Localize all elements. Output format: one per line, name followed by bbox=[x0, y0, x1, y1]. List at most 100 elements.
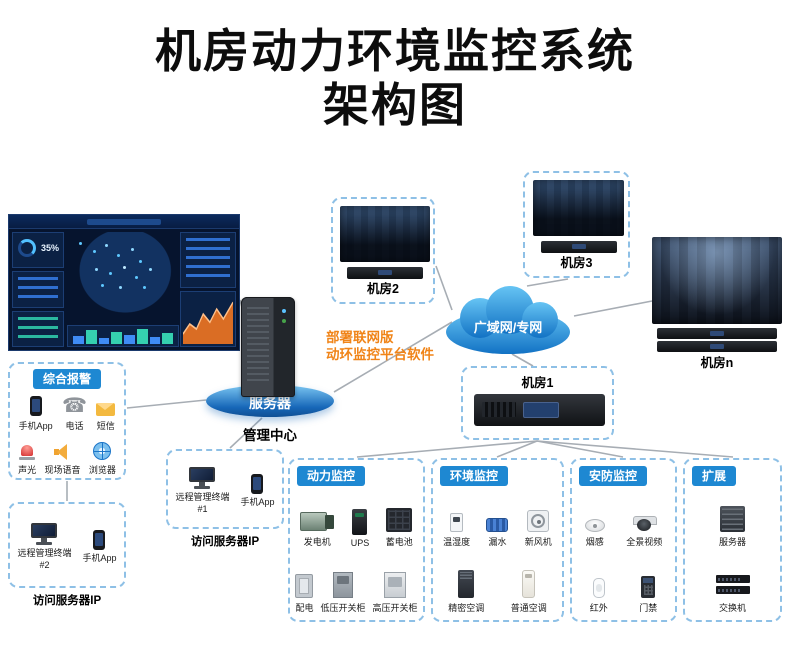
dashboard-bar-chart bbox=[67, 325, 179, 347]
item-label: 高压开关柜 bbox=[372, 603, 418, 613]
environment-monitoring-tag: 环境监控 bbox=[440, 466, 509, 486]
smoke-detector-icon bbox=[584, 519, 605, 532]
remote-left-items: 远程管理终端 #2 手机App bbox=[12, 512, 122, 582]
dashboard-left-list bbox=[12, 310, 64, 347]
alarm-item-label: 浏览器 bbox=[88, 465, 116, 475]
item-infrared: 红外 bbox=[590, 568, 608, 614]
access-control-icon bbox=[641, 576, 656, 598]
title-line2: 架构图 bbox=[323, 79, 467, 132]
env-row-2: 精密空调 普通空调 bbox=[435, 560, 560, 614]
exp-row-2: 交换机 bbox=[687, 560, 778, 614]
room1-label: 机房1 bbox=[521, 376, 554, 390]
remote-mid-items: 远程管理终端 #1 手机App bbox=[170, 459, 280, 523]
temp-humidity-icon bbox=[450, 513, 464, 532]
remote-terminal-label-text: 远程管理终端 bbox=[175, 492, 230, 503]
item-generator: 发电机 bbox=[300, 502, 335, 548]
dashboard-header bbox=[9, 215, 239, 229]
alarm-item-telephone: ☎ 电话 bbox=[62, 396, 87, 432]
roomn-photo bbox=[652, 237, 782, 324]
sec-row-1: 烟感 全景视频 bbox=[574, 496, 673, 548]
room1-monitoring-unit bbox=[474, 394, 605, 426]
page-title: 机房动力环境监控系统 架构图 bbox=[0, 24, 790, 132]
ordinary-ac-icon bbox=[522, 570, 536, 598]
environment-monitoring-box: 环境监控 温湿度 漏水 新风机 精密空调 普通空调 bbox=[431, 458, 564, 622]
item-label: 蓄电池 bbox=[385, 537, 413, 547]
ups-icon bbox=[352, 509, 368, 535]
security-monitoring-tag: 安防监控 bbox=[579, 466, 648, 486]
alarm-row-2: 声光 现场语音 浏览器 bbox=[14, 438, 120, 476]
dashboard-gauge-ring bbox=[18, 239, 36, 257]
deployment-note-line2: 动环监控平台软件 bbox=[326, 346, 434, 362]
room1-box: 机房1 bbox=[461, 366, 614, 440]
alarm-item-label: 手机App bbox=[18, 421, 53, 431]
terminal-icon bbox=[189, 467, 216, 489]
room3-photo bbox=[533, 180, 624, 236]
item-label: 烟感 bbox=[585, 537, 604, 547]
item-label: UPS bbox=[350, 538, 370, 548]
item-battery: 蓄电池 bbox=[386, 502, 413, 548]
remote-terminal-label: 远程管理终端 #2 bbox=[17, 548, 71, 571]
room3-label: 机房3 bbox=[560, 256, 593, 270]
precision-ac-icon bbox=[458, 570, 475, 598]
remote-phone-app: 手机App bbox=[82, 529, 117, 564]
alarm-item-browser: 浏览器 bbox=[89, 442, 116, 476]
dashboard-gauge-value: 35% bbox=[40, 243, 59, 253]
water-leak-icon bbox=[486, 518, 509, 532]
item-label: 红外 bbox=[589, 603, 608, 613]
item-ordinary-ac: 普通空调 bbox=[511, 568, 547, 614]
sec-row-2: 红外 门禁 bbox=[574, 560, 673, 614]
item-label: 温湿度 bbox=[443, 537, 471, 547]
phone-app-icon bbox=[29, 396, 42, 416]
item-label: 发电机 bbox=[303, 537, 331, 547]
title-line1: 机房动力环境监控系统 bbox=[155, 25, 635, 77]
remote-phone-app: 手机App bbox=[240, 473, 275, 508]
item-ups: UPS bbox=[350, 505, 370, 548]
remote-terminal-1: 远程管理终端 #1 bbox=[175, 467, 230, 515]
alarm-item-phone-app: 手机App bbox=[19, 396, 53, 432]
remote-terminal-number: #1 bbox=[197, 503, 208, 514]
dashboard-left-chart bbox=[12, 271, 64, 308]
item-temp-humidity: 温湿度 bbox=[443, 502, 470, 548]
server-icon bbox=[719, 506, 745, 532]
fresh-air-fan-icon bbox=[527, 510, 550, 532]
item-label: 配电 bbox=[295, 603, 314, 613]
sound-light-alarm-icon bbox=[19, 445, 36, 460]
room3-rack-device bbox=[541, 241, 617, 253]
alarm-item-label: 声光 bbox=[18, 465, 37, 475]
phone-app-icon bbox=[251, 473, 264, 494]
roomn-rack-device-1 bbox=[657, 328, 777, 339]
power-row-1: 发电机 UPS 蓄电池 bbox=[292, 496, 421, 548]
deployment-note: 部署联网版 动环监控平台软件 bbox=[326, 330, 434, 364]
power-distribution-icon bbox=[295, 574, 314, 598]
alarm-item-label: 电话 bbox=[65, 421, 84, 431]
item-switch: 交换机 bbox=[715, 568, 750, 614]
item-label: 低压开关柜 bbox=[320, 603, 366, 613]
power-monitoring-box: 动力监控 发电机 UPS 蓄电池 配电 低压开关柜 bbox=[288, 458, 425, 622]
lv-switchgear-icon bbox=[332, 572, 353, 598]
item-precision-ac: 精密空调 bbox=[448, 568, 484, 614]
roomn-label: 机房n bbox=[700, 356, 734, 370]
dashboard-left-panels: 35% bbox=[12, 232, 64, 347]
deployment-note-line1: 部署联网版 bbox=[326, 330, 394, 345]
item-smoke-detector: 烟感 bbox=[584, 502, 605, 548]
remote-phone-label: 手机App bbox=[240, 496, 275, 507]
remote-terminal-2: 远程管理终端 #2 bbox=[17, 523, 72, 571]
remote-access-box-left: 远程管理终端 #2 手机App bbox=[8, 502, 126, 588]
remote-left-caption: 访问服务器IP bbox=[32, 595, 102, 607]
roomn-rack-device-2 bbox=[657, 341, 777, 352]
dashboard-right-panels bbox=[180, 232, 236, 347]
remote-terminal-number: #2 bbox=[39, 559, 50, 570]
phone-app-icon bbox=[93, 529, 106, 550]
alarm-item-label: 现场语音 bbox=[44, 465, 81, 475]
remote-access-box-middle: 远程管理终端 #1 手机App bbox=[166, 449, 284, 529]
onsite-voice-icon bbox=[53, 444, 71, 460]
item-power-distribution: 配电 bbox=[295, 568, 314, 614]
alarm-item-sound-light: 声光 bbox=[18, 445, 36, 476]
wan-cloud: 广域网/专网 bbox=[446, 286, 570, 354]
item-label: 漏水 bbox=[488, 537, 507, 547]
alarm-title-tag: 综合报警 bbox=[32, 369, 102, 389]
server-label: 服务器 bbox=[249, 395, 291, 411]
switch-icon bbox=[715, 575, 750, 583]
room2-rack-device bbox=[347, 267, 423, 279]
